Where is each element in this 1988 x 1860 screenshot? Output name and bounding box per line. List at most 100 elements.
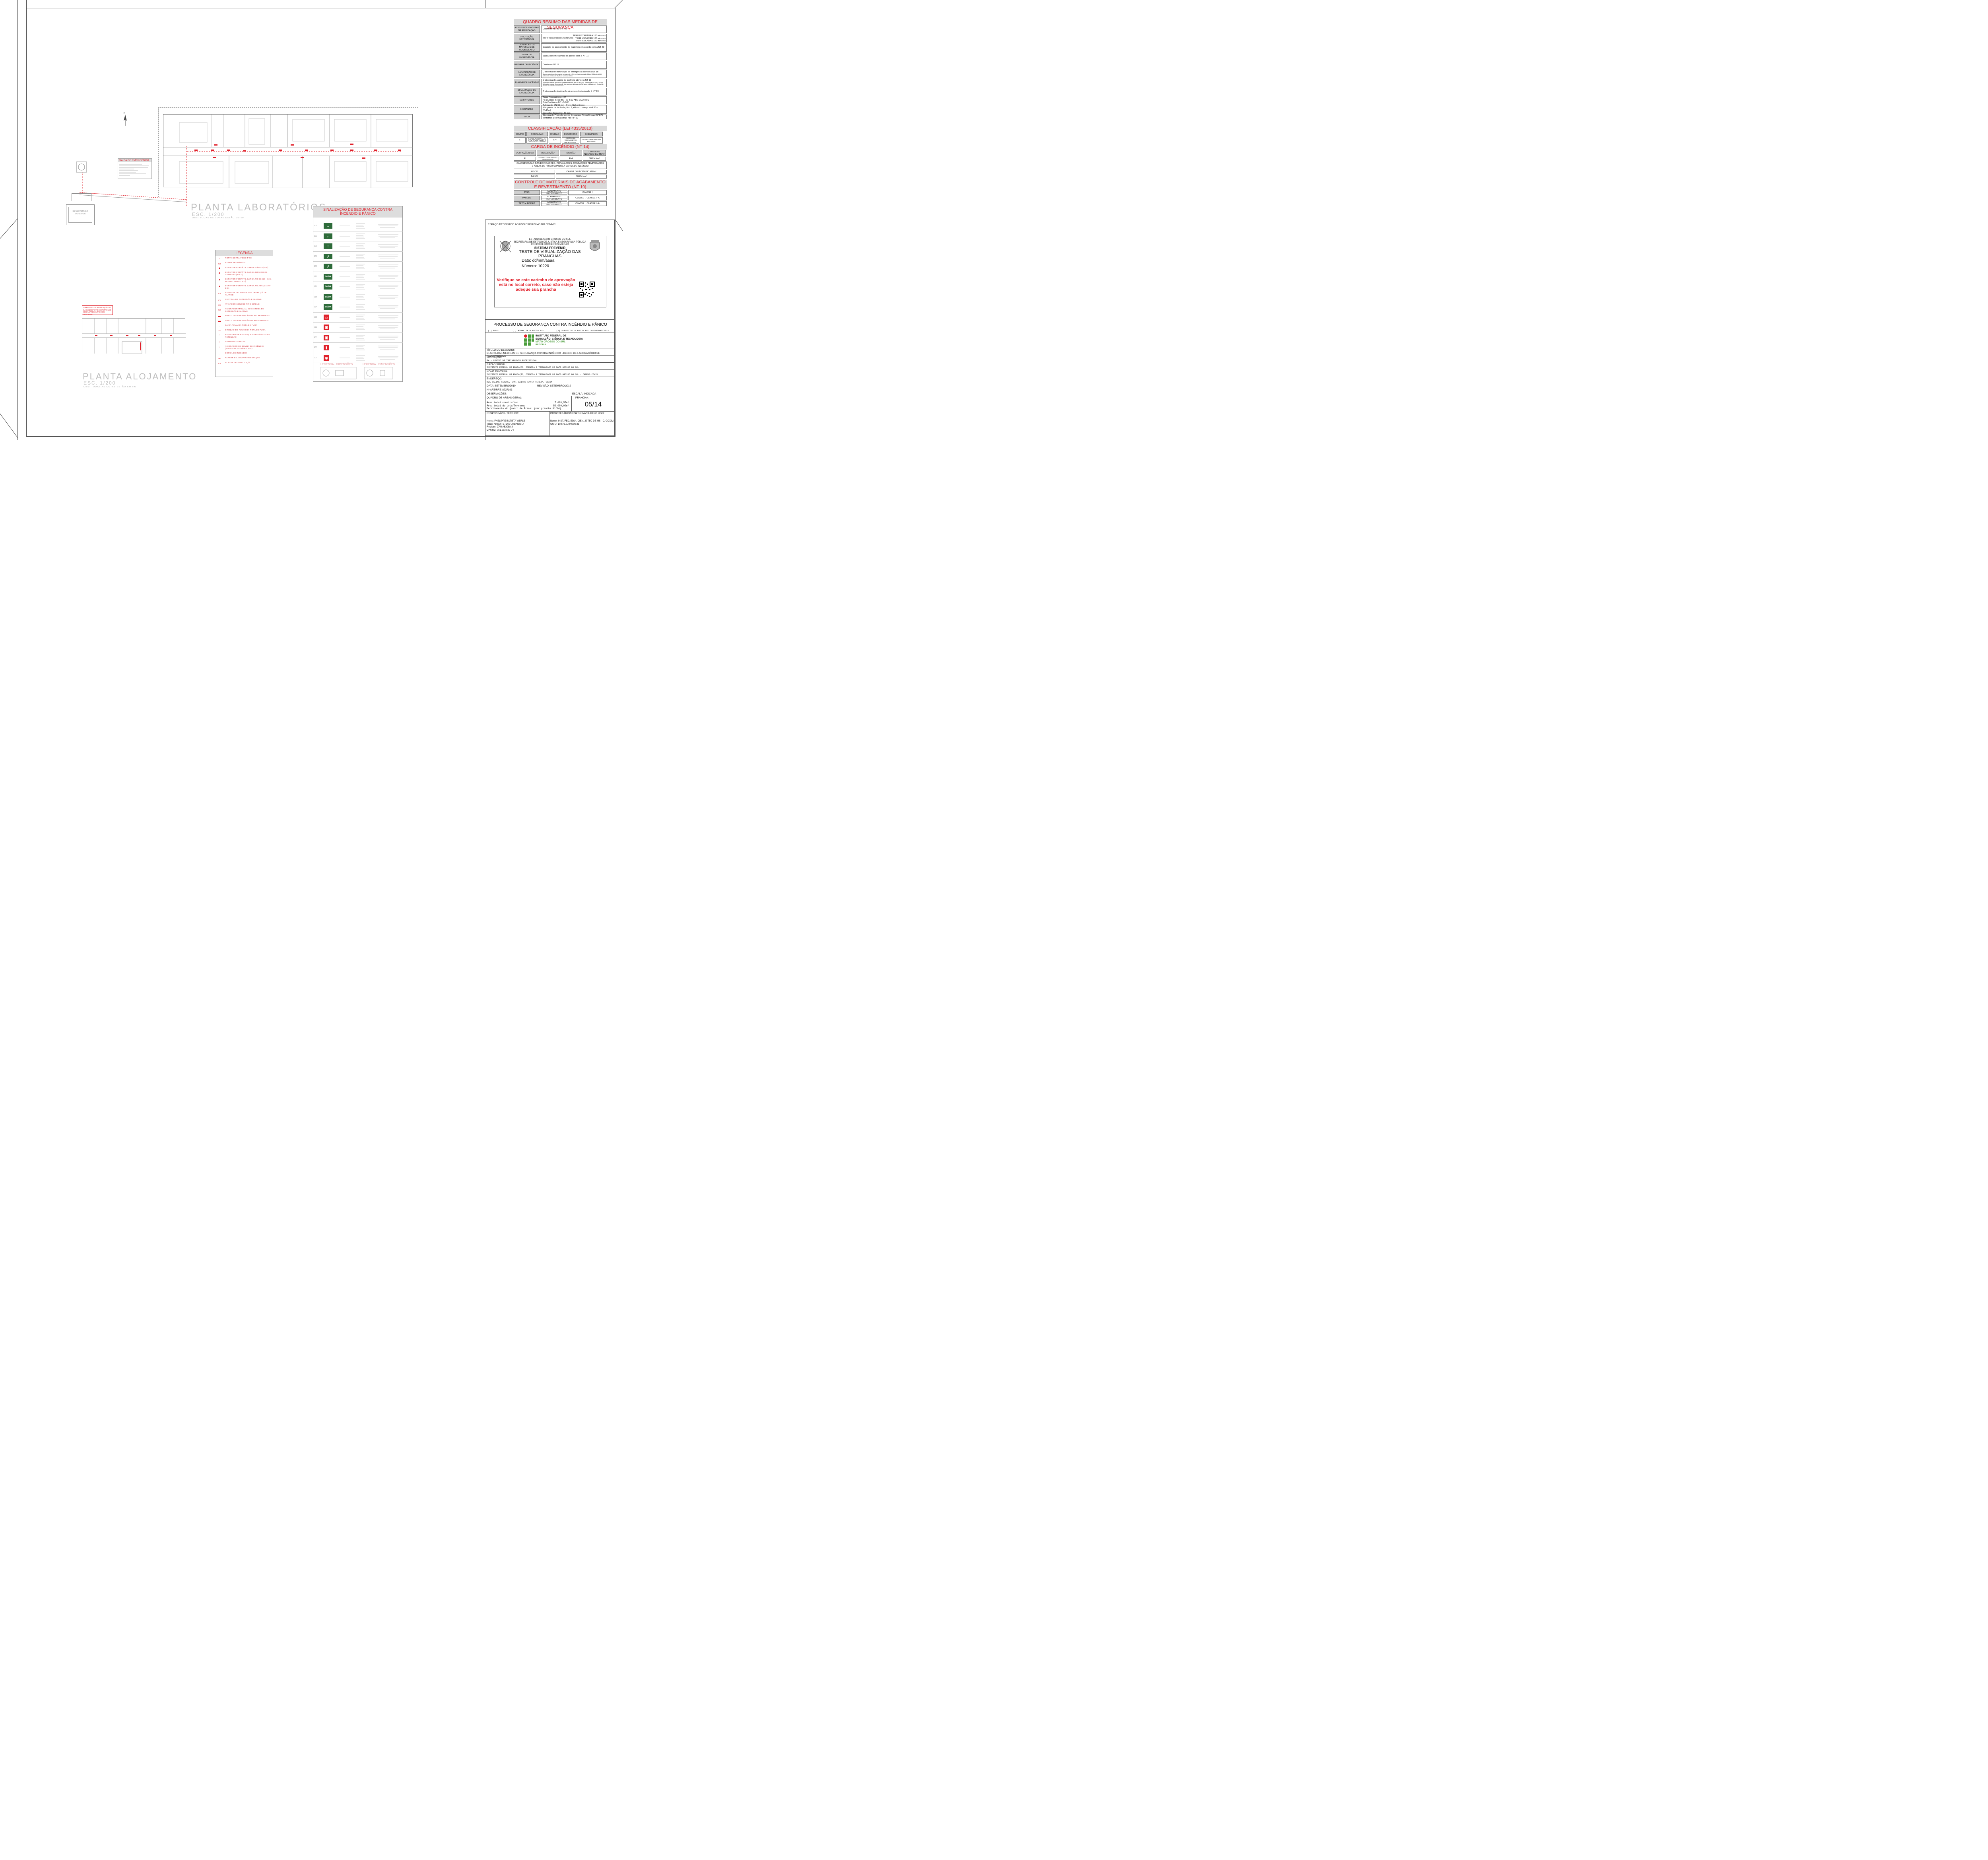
quadro-value-line: conforme a norma ABNT NBR 5419	[543, 117, 578, 119]
resp-line: Título: ARQUITETO E URBANISTA	[487, 423, 524, 426]
quadro-title: QUADRO RESUMO DAS MEDIDAS DE SEGURANÇA	[514, 19, 607, 30]
institute-line: MATO GROSSO DO SUL	[536, 340, 566, 343]
legenda-symbol-icon: ◌	[218, 341, 221, 344]
institute-line: INSTITUTO FEDERAL DE	[536, 334, 567, 337]
quadro-row-label: SAÍDA DE EMERGÊNCIA	[514, 52, 540, 60]
sinal-row-lines	[339, 293, 402, 302]
aloj-note: O PROJETO DA INSTALAÇÃO DE GÁS LIQUEFEIT…	[82, 305, 113, 315]
exit-sign-text: SAÍDA	[325, 295, 331, 298]
quadro-row-label: EXTINTORES	[514, 96, 540, 104]
quadro-value-text: O sistema de alarme de incêndio atende à…	[543, 79, 591, 82]
exit-sign-icon: SAÍDA	[324, 284, 332, 290]
trrf-line: TRRF ESTRUTURA 120 minutos	[573, 35, 606, 37]
carga-cell: 300 MJ/m²	[583, 157, 606, 161]
legenda-item: PLACAS DE SINALIZAÇÃO	[225, 362, 252, 364]
sinal-code: E05	[314, 346, 317, 349]
quadro-value-line: Mangueira de Incêndio, tipo 2, 40 mm - c…	[543, 107, 598, 112]
divider	[485, 362, 615, 363]
class-cell: CENTRO DE TREINAMENTO PROFISSIONAL	[562, 137, 579, 144]
quadro-value-text: Conforme NT 05 e NT06	[543, 28, 567, 31]
legenda-item: ACIONADOR MANUAL DO SISTEMA DE DETECÇÃO …	[225, 308, 264, 313]
exit-sign-text: SAÍDA	[325, 306, 331, 308]
class-header: OCUPAÇÃO	[526, 132, 548, 136]
risk-header: RISCO	[514, 170, 555, 174]
fire-equipment-sign-icon: ▣	[324, 325, 329, 330]
riser-line	[82, 173, 83, 195]
class-header: DIVISÃO	[549, 132, 561, 136]
data-value: DATA: SETEMBRO/2019	[487, 385, 516, 387]
controle-mid-line: ACABAMENTO	[542, 201, 567, 204]
class-cell: ESCOLA PROFISSIONAL EM GERAL	[580, 137, 603, 144]
legenda-symbol-icon: ▭	[218, 292, 221, 295]
prop-line: CNPJ: 10.673.078/0006-35	[550, 423, 579, 426]
fantasia-label: NOME FANTASIA:	[487, 370, 509, 373]
exit-sign-icon: SAÍDA	[324, 274, 332, 280]
quadro-row-value: Conforme NT 17	[541, 61, 607, 69]
quadro-row-label: SINALIZAÇÃO DE EMERGÊNCIA	[514, 88, 540, 95]
sinal-row-lines	[339, 303, 402, 312]
area-lines: Área total construída: Área total do Lot…	[487, 401, 561, 410]
class-cell: EDUCACIONAL E CULTURA FÍSICA	[526, 137, 548, 144]
ms-state-emblem	[590, 240, 600, 251]
sinal-row-lines	[339, 253, 402, 261]
sinal-code: E03	[314, 336, 317, 339]
sinal-code: S18	[314, 295, 317, 298]
sinal-row-divider	[313, 322, 403, 323]
exit-sign-icon: ↑	[324, 243, 332, 249]
divider	[571, 396, 572, 411]
drawing-sheet: QUADRO RESUMO DAS MEDIDAS DE SEGURANÇA A…	[0, 0, 623, 440]
quadro-value-line: Água Pressurizada - 2A	[543, 96, 567, 99]
lab-plan-scale: ESC. 1/200	[192, 212, 225, 217]
controle-value: CLASSE I	[568, 190, 607, 195]
endereco-label: ENDEREÇO:	[487, 377, 502, 380]
proprietario-lines: Nome: INST. FED. EDU., CIEN., E TEC DE M…	[550, 420, 613, 426]
proprietario-label: PROPRIETÁRIO/RESPONSÁVEL PELO USO:	[550, 412, 604, 415]
razao-label: RAZÃO SOCIAL:	[487, 363, 507, 366]
quadro-row-label: CONTROLE DE MATERIAIS DE ACABAMENTO	[514, 43, 540, 52]
legenda-item: EXTINTOR PORTÁTIL CARGA DIÓXIDO DE CARBO…	[225, 272, 268, 276]
lab-plan-title: PLANTA LABORATÓRIOS	[191, 202, 327, 213]
institute-line: EDUCAÇÃO, CIÊNCIA E TECNOLOGIA	[536, 337, 583, 340]
saida-note-lines	[119, 164, 149, 176]
bombeiros-emblem	[499, 241, 511, 253]
quadro-value-text: Controle de acabamento de materiais em a…	[543, 46, 604, 49]
sinal-row-lines	[339, 323, 402, 332]
legenda-symbol-icon: ▭	[218, 304, 221, 307]
legenda-item: HIDRANTE SIMPLES	[225, 341, 246, 343]
aloj-plan	[82, 318, 186, 354]
stamp-warning: Verifique se este carimbo de aprovação e…	[497, 278, 575, 292]
quadro-value-text: O sistema de sinalização de emergência a…	[543, 90, 599, 93]
fire-equipment-sign-icon: ▣	[324, 334, 329, 340]
sinal-code: S16	[314, 286, 317, 288]
controle-value: CLASSE I, CLASSE II-A	[568, 201, 607, 206]
class-cell: E	[514, 137, 526, 144]
exit-sign-icon: →	[324, 223, 332, 229]
sinal-code: S12	[314, 275, 317, 278]
stamp-system: SISTEMA PREVENIR	[534, 246, 566, 250]
reservatorio-label: RESERVATÓRIO SUPERIOR	[72, 210, 88, 215]
quadro-value-text: Conforme NT 17	[543, 63, 559, 66]
resp-line: CPF/RG: 051.583.589-74	[487, 429, 514, 431]
exit-sign-text: SAÍDA	[325, 275, 331, 278]
quadro-row-value: Controle de acabamento de materiais em a…	[541, 43, 607, 52]
saida-emergencia-note: SAÍDA DE EMERGÊNCIA	[118, 158, 152, 179]
hydrant-detail-icon	[76, 161, 87, 173]
quadro-value-text: TRRF requerido de 30 minutos	[543, 37, 573, 39]
revisao-value: REVISÃO: SETEMBRO/2019	[537, 385, 571, 387]
area-value: 7.608,55m²	[554, 401, 569, 404]
stamp-number: Número: 10220	[522, 264, 549, 268]
stamp-line: CORPO DE BOMBEIROS MILITAR	[531, 243, 569, 246]
art-value: Nº ART/RRT: 8737193	[487, 389, 513, 391]
risk-cell: 300 MJ/m²	[556, 175, 607, 179]
legenda-item: BOMBA DE INCÊNDIO	[225, 352, 247, 354]
sheet-frame-left	[17, 0, 623, 440]
exit-sign-icon: SAÍDA	[324, 294, 332, 300]
sinal-row-lines	[339, 334, 402, 342]
aloj-plan-obs: OBS: TODAS AS COTAS ESTÃO EM cm	[83, 386, 136, 388]
quadro-row-value: Conforme NT 05 e NT06	[541, 25, 607, 33]
